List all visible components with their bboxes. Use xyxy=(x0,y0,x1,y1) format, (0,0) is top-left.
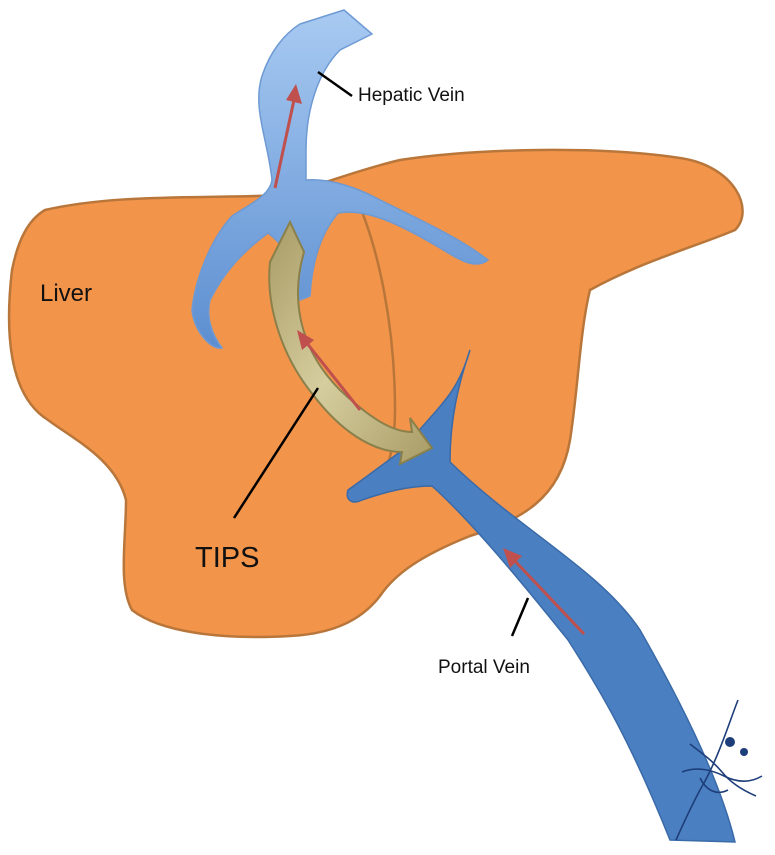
flow-arrow-stent xyxy=(297,330,362,411)
signature-icon xyxy=(675,699,763,841)
hepatic-vein-label: Hepatic Vein xyxy=(358,85,465,106)
liver-shape xyxy=(7,148,744,639)
hepatic-vein-leader xyxy=(317,70,353,98)
liver-lobe-line xyxy=(353,194,397,479)
tips-leader xyxy=(232,387,320,519)
tips-label: TIPS xyxy=(195,542,260,574)
portal-vein-label: Portal Vein xyxy=(438,657,530,678)
portal-vein-shape xyxy=(346,349,736,843)
flow-arrow-portal xyxy=(503,548,586,636)
liver-label: Liver xyxy=(40,280,93,307)
flow-arrow-hepatic xyxy=(273,84,302,189)
portal-vein-leader xyxy=(510,597,530,637)
